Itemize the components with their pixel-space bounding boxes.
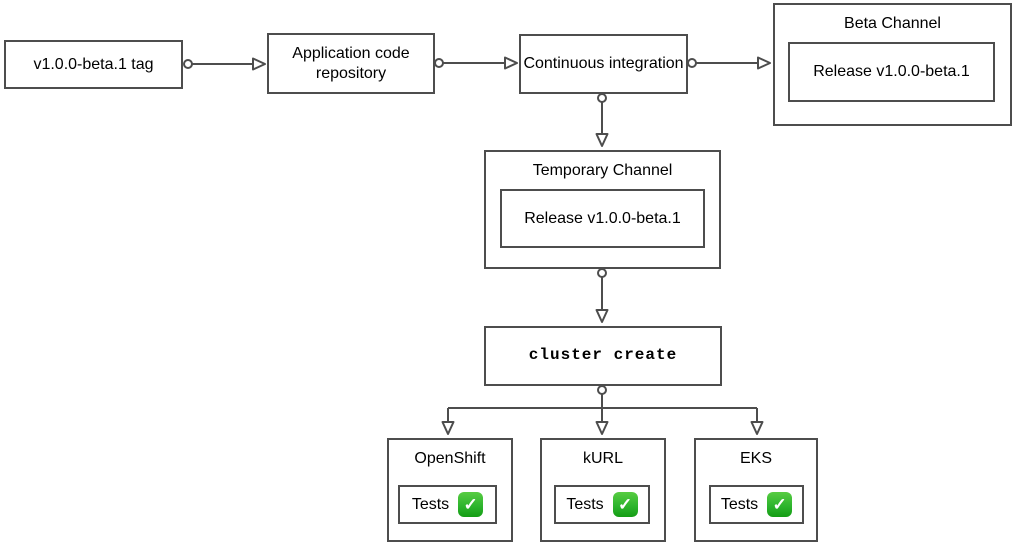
connector-cluster-create-to-clusters xyxy=(441,385,764,435)
check-passed-icon: ✓ xyxy=(767,492,793,517)
app-code-repository-label: Application code repository xyxy=(292,45,410,82)
beta-channel-title: Beta Channel xyxy=(844,15,941,32)
eks-tests-box: Tests ✓ xyxy=(709,485,804,524)
beta-channel-release-box: Release v1.0.0-beta.1 xyxy=(788,42,995,102)
node-app-code-repository: Application code repository xyxy=(267,33,435,94)
node-openshift: OpenShift Tests ✓ xyxy=(387,438,513,542)
node-beta-channel: Beta Channel Release v1.0.0-beta.1 xyxy=(773,3,1012,126)
openshift-title: OpenShift xyxy=(414,450,486,467)
node-eks: EKS Tests ✓ xyxy=(694,438,818,542)
temporary-channel-title: Temporary Channel xyxy=(532,162,673,179)
kurl-tests-label: Tests xyxy=(566,495,604,513)
eks-title: EKS xyxy=(739,450,772,467)
openshift-tests-label: Tests xyxy=(411,495,450,513)
temporary-channel-release-label: Release v1.0.0-beta.1 xyxy=(524,209,681,227)
cluster-create-label: cluster create xyxy=(528,346,678,365)
openshift-tests-box: Tests ✓ xyxy=(398,485,497,524)
connector-tag-to-repo xyxy=(183,57,266,71)
version-tag-label: v1.0.0-beta.1 tag xyxy=(33,55,154,73)
beta-channel-release-label: Release v1.0.0-beta.1 xyxy=(813,63,970,80)
connector-ci-to-temp-channel xyxy=(595,93,609,147)
eks-tests-label: Tests xyxy=(720,495,759,513)
kurl-title: kURL xyxy=(582,450,623,467)
connector-ci-to-beta-channel xyxy=(687,56,771,70)
check-passed-icon: ✓ xyxy=(458,492,484,517)
check-passed-icon: ✓ xyxy=(612,492,638,517)
node-temporary-channel: Temporary Channel Release v1.0.0-beta.1 xyxy=(484,150,721,269)
temporary-channel-release-box: Release v1.0.0-beta.1 xyxy=(500,189,705,248)
connector-temp-channel-to-cluster-create xyxy=(595,268,609,323)
node-version-tag: v1.0.0-beta.1 tag xyxy=(4,40,183,89)
connector-repo-to-ci xyxy=(434,56,518,70)
kurl-tests-box: Tests ✓ xyxy=(554,485,650,524)
node-cluster-create: cluster create xyxy=(484,326,722,386)
node-kurl: kURL Tests ✓ xyxy=(540,438,666,542)
continuous-integration-label: Continuous integration xyxy=(523,55,684,73)
node-continuous-integration: Continuous integration xyxy=(519,34,688,94)
